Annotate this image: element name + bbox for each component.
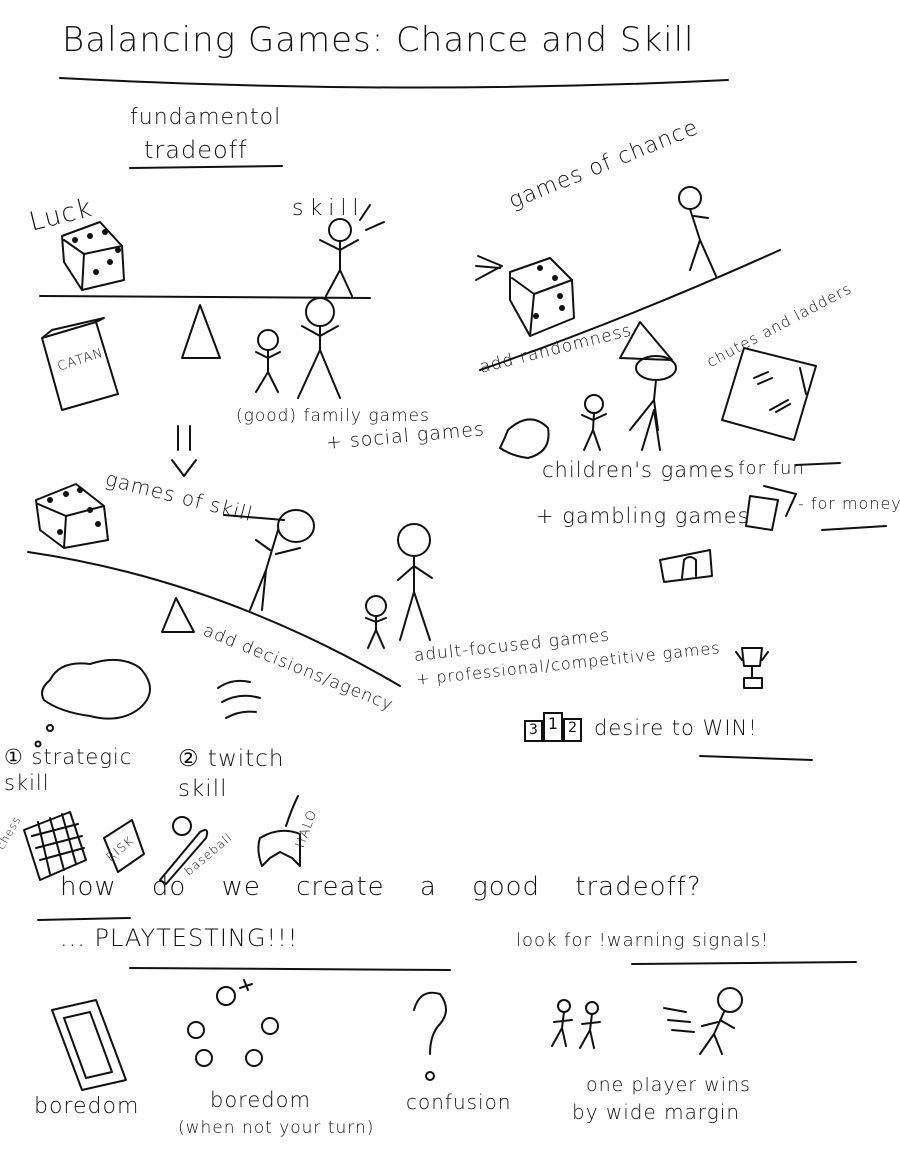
signal-waves-icon [217,679,261,719]
gambling-games-label: + gambling games [536,504,750,528]
chance-fulcrum [619,321,673,361]
chutes-ladders-board-icon [721,347,817,441]
how-underline [37,917,131,921]
baseball-bat-icon [159,816,209,885]
adult-figure [297,297,341,399]
dice-icon [61,221,125,291]
page-title: Balancing Games: Chance and Skill [62,20,695,60]
signal-boredom-turn-sub: (when not your turn) [178,1118,375,1138]
tradeoff-label-line1: fundamentol [130,105,282,130]
money-underline [821,525,887,531]
tradeoff-underline [129,165,283,169]
trophy-icon [735,647,769,689]
dice-icon-chance [509,257,575,337]
signal-wide-margin: one player wins [586,1074,751,1096]
two-figures-icon [551,999,601,1049]
question-mark-icon [413,991,447,1081]
for-money-label: - for money [798,494,900,513]
playtesting-heading: ... PLAYTESTING!!! [60,924,299,952]
stick-figure-cheering [319,204,385,297]
family-games-label: (good) family games [236,406,430,426]
signal-boredom: boredom [34,1094,140,1119]
warning-signals-label: look for !warning signals! [516,930,770,951]
chance-beam [479,249,781,371]
skill-underline [223,514,285,521]
catan-box-icon [41,317,119,411]
cards-icon [745,485,797,531]
podium-second: 2 [563,718,583,742]
speech-bubble-icon [499,418,550,459]
waiting-faces-icon [187,979,279,1067]
happy-adult-figure [397,523,433,641]
child-figure [255,329,281,393]
playtesting-underline [129,967,451,971]
tradeoff-question: how do we create a good tradeoff? [60,872,702,902]
signal-confusion: confusion [406,1090,512,1114]
skill-label: skill [292,196,365,221]
childrens-games-label: children's games [542,458,736,482]
game-controller-icon [257,795,301,867]
podium-first: 1 [542,712,564,742]
twitch-skill-label: ② twitch skill [178,746,285,802]
happy-child-figure [581,394,607,451]
skill-fulcrum [161,597,195,633]
fulcrum-triangle [181,304,221,359]
title-underline [59,77,729,89]
signal-wide-margin-sub: by wide margin [572,1100,741,1124]
slot-machine-icon [659,549,713,583]
thought-bubble-dot [46,724,54,732]
risk-box-icon [103,819,145,873]
win-underline [699,755,813,761]
push-arrow [475,255,503,281]
warning-underline [631,961,857,965]
sad-adult-figure [629,355,677,451]
stick-figure-skill [249,509,315,611]
board-game-rectangle-icon [51,999,127,1091]
podium-third: 3 [524,720,543,742]
seesaw-beam [39,295,371,299]
fun-underline [795,462,841,466]
for-fun-label: - for fun [724,458,805,479]
stick-figure-chance [678,186,717,277]
signal-boredom-turn: boredom [210,1088,311,1112]
strategic-skill-label: ① strategic skill [4,745,133,795]
podium-icon: 3 1 2 [524,712,583,742]
chess-board-icon [23,811,87,881]
desire-to-win-label: desire to WIN! [594,716,758,740]
sad-child-figure [365,595,387,649]
tradeoff-label-line2: tradeoff [144,136,248,164]
skill-beam [27,551,401,687]
dice-icon-skill [35,483,109,549]
thought-cloud-icon [41,658,151,720]
down-arrow [171,425,197,477]
running-figure-icon [663,987,743,1055]
